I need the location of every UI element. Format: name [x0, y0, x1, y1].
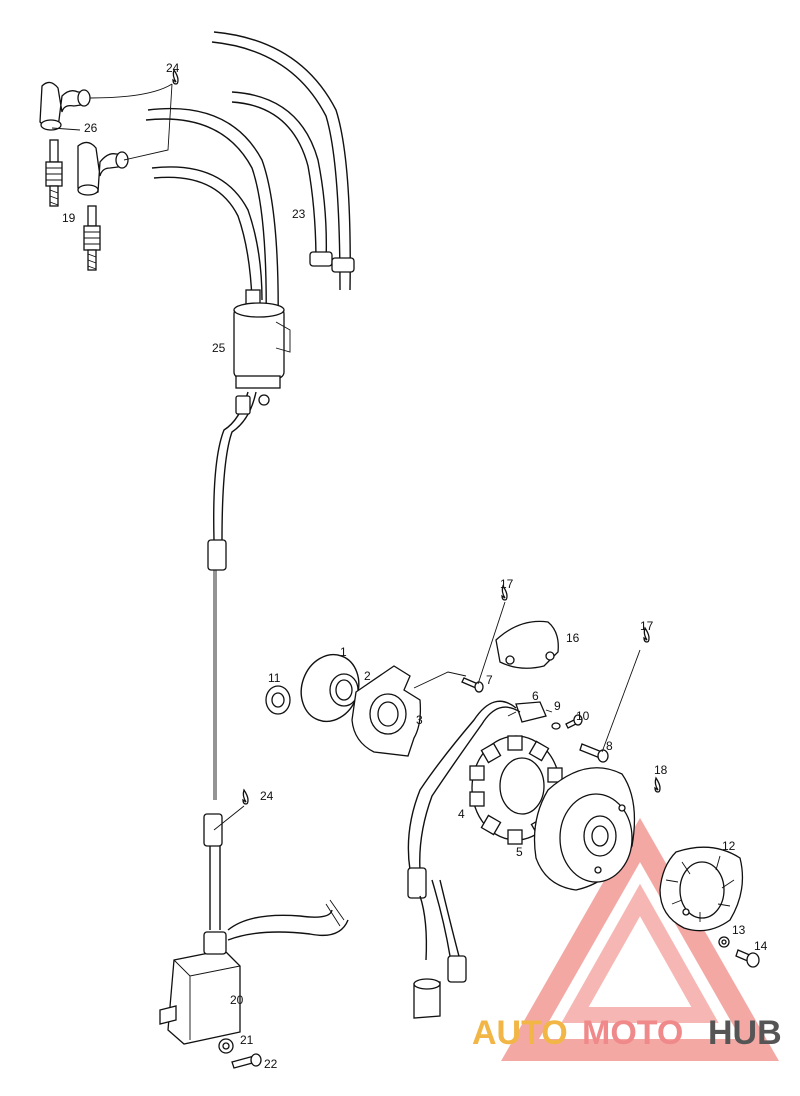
label-6: 6 [532, 689, 539, 703]
spark-plug-upper [45, 139, 63, 207]
seal-ring [329, 673, 359, 707]
screw-7 [461, 677, 484, 693]
label-26: 26 [84, 121, 98, 135]
spark-plug-lower [83, 205, 101, 271]
bolt-14 [735, 949, 760, 968]
watermark-logo [501, 817, 779, 1061]
label-2: 2 [364, 669, 371, 683]
label-1: 1 [340, 645, 347, 659]
coil-wiring [203, 391, 349, 941]
label-18: 18 [654, 763, 668, 777]
leader-26 [51, 127, 81, 131]
leader-24-cap [89, 83, 173, 99]
label-16: 16 [566, 631, 580, 645]
label-23: 23 [292, 207, 306, 221]
ht-leads [145, 31, 355, 331]
label-22: 22 [264, 1057, 278, 1071]
label-17a: 17 [500, 577, 514, 591]
screw-10 [565, 714, 583, 729]
label-12: 12 [722, 839, 736, 853]
label-24-mid: 24 [260, 789, 274, 803]
part-labels: 24 26 19 23 25 17 17 16 1 11 2 7 6 9 10 … [62, 61, 768, 1071]
pickup-cover [495, 620, 559, 669]
label-20: 20 [230, 993, 244, 1007]
label-11: 11 [268, 671, 281, 685]
cdi-unit [159, 931, 262, 1069]
label-21: 21 [240, 1033, 254, 1047]
flywheel [533, 767, 636, 891]
label-19: 19 [62, 211, 76, 225]
label-10: 10 [576, 709, 590, 723]
label-17b: 17 [640, 619, 654, 633]
spark-plug-cap-lower [77, 141, 129, 196]
label-5: 5 [516, 845, 523, 859]
stator-plate [351, 665, 422, 757]
starter-cup [659, 846, 744, 932]
label-9: 9 [554, 699, 561, 713]
label-8: 8 [606, 739, 613, 753]
label-4: 4 [458, 807, 465, 821]
ignition-coil [233, 289, 291, 406]
oil-seal [265, 685, 291, 715]
label-7: 7 [486, 673, 493, 687]
leader-17b [601, 649, 641, 753]
watermark-hub: HUB [708, 1014, 782, 1052]
leader-17a [477, 601, 506, 685]
watermark-text: AUTO MOTO HUB [472, 1014, 782, 1052]
stator-wiring [407, 700, 521, 1019]
leader-24b [213, 805, 245, 831]
leader-24-cap-2 [123, 83, 173, 161]
pickup-sensor [507, 701, 553, 723]
washer-9 [551, 722, 561, 730]
washer-13 [718, 936, 730, 948]
label-24-top: 24 [166, 61, 180, 75]
label-14: 14 [754, 939, 768, 953]
label-3: 3 [416, 713, 423, 727]
watermark-moto: MOTO [582, 1014, 683, 1052]
label-13: 13 [732, 923, 746, 937]
spark-plug-cap-upper [39, 81, 91, 131]
thread-lock-drop-icons [172, 68, 661, 805]
leader-7 [413, 671, 467, 689]
label-25: 25 [212, 341, 226, 355]
watermark-auto: AUTO [472, 1014, 568, 1052]
